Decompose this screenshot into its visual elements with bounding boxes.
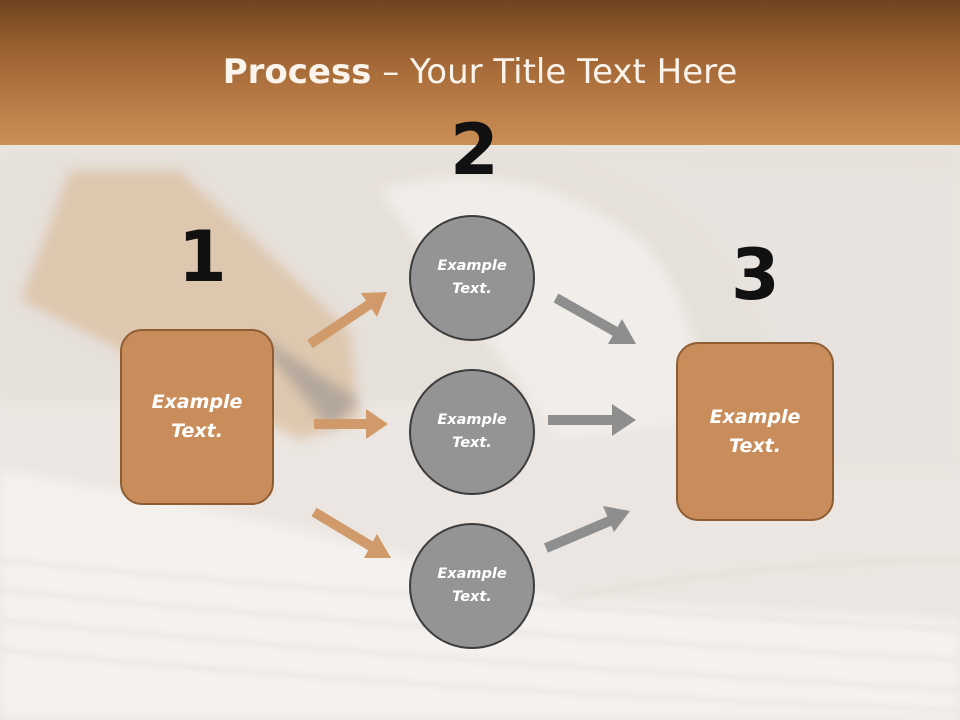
circle-label-middle: Example Text. xyxy=(437,412,507,451)
step-2-circle-middle[interactable]: Example Text. xyxy=(409,369,535,495)
step-1-label: Example Text. xyxy=(151,391,243,442)
step-2-circle-top[interactable]: Example Text. xyxy=(409,215,535,341)
header-band xyxy=(0,0,960,145)
circle-label-bottom: Example Text. xyxy=(437,566,507,605)
step-2-circle-bottom[interactable]: Example Text. xyxy=(409,523,535,649)
step-1-box[interactable]: Example Text. xyxy=(120,329,274,505)
step-number-2: 2 xyxy=(450,109,499,191)
circle-label-top: Example Text. xyxy=(437,258,507,297)
step-number-3: 3 xyxy=(731,234,780,316)
title-rest: – Your Title Text Here xyxy=(371,52,738,92)
step-number-1: 1 xyxy=(178,216,227,298)
step-3-box[interactable]: Example Text. xyxy=(676,342,834,521)
slide-title: Process – Your Title Text Here xyxy=(0,52,960,92)
title-bold: Process xyxy=(222,52,372,92)
step-3-label: Example Text. xyxy=(709,405,801,457)
